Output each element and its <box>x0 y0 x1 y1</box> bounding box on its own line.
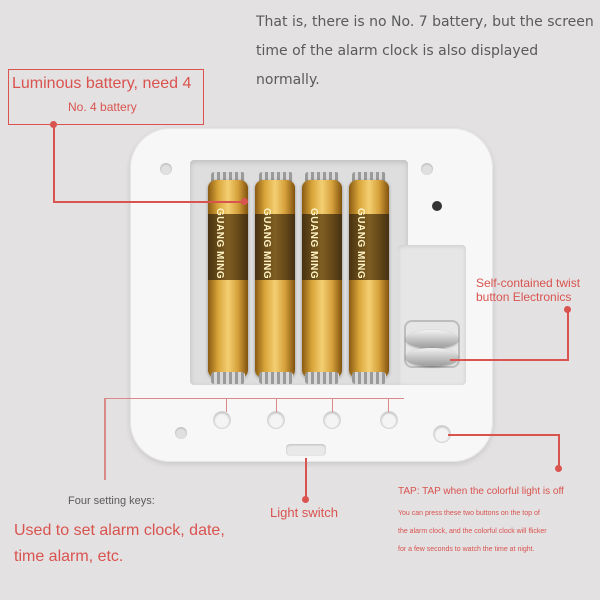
setting-keys-line <box>276 398 277 412</box>
setting-keys-line <box>388 398 389 412</box>
twist-button-label: Self-contained twist button Electronics <box>476 276 580 304</box>
tap-note: TAP: TAP when the colorful light is off … <box>398 485 598 559</box>
tap-note-line-3: the alarm clock, and the colorful clock … <box>398 528 547 535</box>
setting-key-button[interactable] <box>324 412 340 428</box>
callout-dot <box>241 198 248 205</box>
callout-line <box>450 359 569 361</box>
battery-spring <box>211 372 245 384</box>
top-note-line-2: time of the alarm clock is also displaye… <box>256 43 539 88</box>
battery-brand-label: GUANG MING <box>308 208 319 280</box>
callout-line <box>53 201 243 203</box>
battery-spring <box>352 372 386 384</box>
tap-line <box>558 434 560 468</box>
setting-keys-line <box>104 398 106 480</box>
battery-callout-subtitle: No. 4 battery <box>68 100 137 114</box>
callout-line <box>53 124 55 202</box>
aaa-battery: GUANG MING <box>349 180 389 378</box>
corner-screw-hole <box>175 427 187 439</box>
battery-callout-box <box>8 69 204 125</box>
corner-screw-hole <box>421 163 433 175</box>
top-note: That is, there is no No. 7 battery, but … <box>256 8 596 95</box>
battery-brand-label: GUANG MING <box>261 208 272 280</box>
aaa-battery: GUANG MING <box>302 180 342 378</box>
setting-keys-line-2: time alarm, etc. <box>14 548 124 565</box>
battery-callout-title: Luminous battery, need 4 <box>12 75 192 92</box>
setting-keys-line <box>226 398 227 412</box>
tap-note-line-4: for a few seconds to watch the time at n… <box>398 546 535 553</box>
aaa-battery: GUANG MING <box>255 180 295 378</box>
coin-cell-holder <box>404 320 460 368</box>
light-switch-label: Light switch <box>270 505 338 520</box>
battery-brand-label: GUANG MING <box>214 208 225 280</box>
battery-spring <box>305 372 339 384</box>
light-switch-line <box>305 458 307 498</box>
battery-brand-label: GUANG MING <box>355 208 366 280</box>
button-cell-battery <box>406 330 458 348</box>
tap-line <box>448 434 560 436</box>
battery-spring <box>259 372 293 384</box>
callout-dot <box>302 496 309 503</box>
setting-keys-line <box>104 398 404 399</box>
button-cell-battery <box>406 348 458 366</box>
twist-button-label-line-2: button Electronics <box>476 290 572 304</box>
setting-keys-heading: Four setting keys: <box>68 495 155 507</box>
speaker-hole-icon <box>432 201 442 211</box>
setting-key-button[interactable] <box>268 412 284 428</box>
setting-keys-line-1: Used to set alarm clock, date, <box>14 522 225 539</box>
setting-keys-description: Used to set alarm clock, date, time alar… <box>14 518 225 570</box>
aaa-battery: GUANG MING <box>208 180 248 378</box>
top-note-line-1: That is, there is no No. 7 battery, but … <box>256 14 594 30</box>
light-switch[interactable] <box>286 444 326 456</box>
corner-screw-hole <box>160 163 172 175</box>
callout-dot <box>555 465 562 472</box>
setting-key-button[interactable] <box>381 412 397 428</box>
tap-note-line-2: You can press these two buttons on the t… <box>398 510 540 517</box>
callout-line <box>567 309 569 360</box>
setting-keys-line <box>332 398 333 412</box>
tap-button[interactable] <box>434 426 450 442</box>
tap-note-line-1: TAP: TAP when the colorful light is off <box>398 486 564 497</box>
setting-key-button[interactable] <box>214 412 230 428</box>
twist-button-label-line-1: Self-contained twist <box>476 276 581 290</box>
